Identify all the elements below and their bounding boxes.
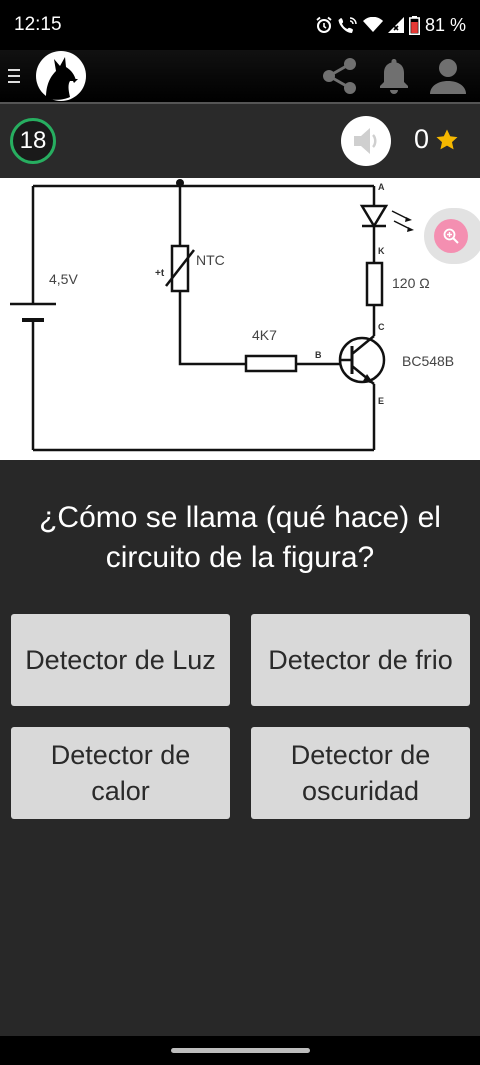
star-icon [436,129,458,149]
label-transistor: BC548B [402,353,454,369]
status-icons: 81 % [315,15,466,36]
app-bar [0,50,480,102]
app-bar-divider [0,102,480,104]
points-value: 0 [414,124,430,154]
answer-button-3[interactable]: Detector de calor [11,727,230,819]
wifi-calling-icon [338,17,357,33]
home-indicator[interactable] [171,1048,310,1053]
account-icon [430,59,466,94]
battery-icon [408,15,420,35]
menu-icon[interactable] [8,64,28,88]
label-ntc: NTC [196,252,225,268]
answer-button-1[interactable]: Detector de Luz [11,614,230,706]
points-display: 0 [414,124,459,155]
question-text: ¿Cómo se llama (qué hace) el circuito de… [39,501,441,574]
label-resistor-base: 4K7 [252,327,277,343]
answer-button-2[interactable]: Detector de frio [251,614,470,706]
label-pin-e: E [378,396,384,406]
label-pin-c: C [378,322,385,332]
account-button[interactable] [424,52,472,100]
round-counter: 18 [10,118,56,164]
wifi-icon [362,17,383,32]
label-voltage: 4,5V [49,271,78,287]
zoom-button[interactable] [424,208,480,264]
signal-icon [387,17,404,33]
label-pin-b: B [315,350,322,360]
alarm-icon [316,16,332,33]
status-bar: 12:15 81 % [0,0,480,50]
wolf-logo-icon[interactable] [32,51,90,101]
label-pin-a: A [378,182,385,192]
volume-icon [354,128,377,154]
answer-button-4[interactable]: Detector de oscuridad [251,727,470,819]
label-resistor-led: 120 Ω [392,275,430,291]
circuit-diagram: 4,5V NTC 4K7 120 Ω BC548B A K C B E +t [10,179,454,452]
status-time: 12:15 [14,14,62,35]
circuit-figure: 4,5V NTC 4K7 120 Ω BC548B A K C B E +t [0,178,480,460]
share-button[interactable] [316,52,364,100]
share-icon [323,58,356,94]
bell-icon [380,59,408,94]
label-pin-k: K [378,246,385,256]
navigation-bar [0,1036,480,1065]
zoom-in-icon [443,228,459,244]
battery-percent: 81 % [424,14,466,35]
score-row: 18 0 [0,104,480,178]
sound-button[interactable] [341,116,391,166]
label-ntc-sign: +t [155,268,165,279]
notifications-button[interactable] [370,52,418,100]
